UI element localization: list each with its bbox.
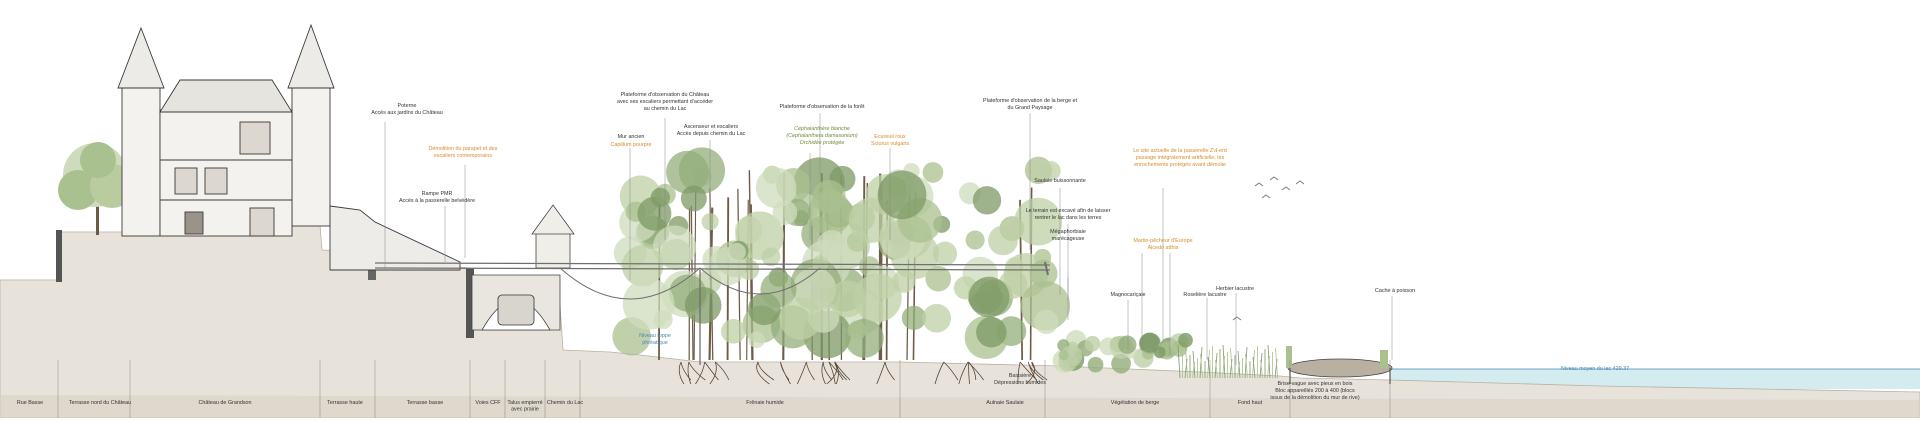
zone-label: Terrasse basse — [407, 400, 444, 406]
annotation-label: Herbier lacustre — [1216, 286, 1254, 292]
annotation-label: Roselière lacustre — [1183, 292, 1226, 298]
zone-label: Végétation de berge — [1111, 400, 1160, 406]
annotation-label: Plateforme d'observation de la forêt — [780, 104, 865, 110]
annotation-label: Mur ancien — [618, 134, 645, 140]
annotation-label: Céphalanthère blanche(Cephalanthera dama… — [786, 126, 858, 146]
zone-label: Rue Basse — [17, 400, 43, 406]
zone-label: Voies CFF — [475, 400, 501, 406]
annotation-label: Magnocariçaie — [1110, 292, 1145, 298]
annotation-label: Capillum pourpre — [610, 142, 651, 148]
reed-bed — [1178, 345, 1278, 378]
rue-basse-wall — [56, 230, 62, 282]
chateau-de-grandson — [118, 25, 460, 270]
annotation-label: Niveau moyen du lac 429.37 — [1561, 366, 1629, 372]
zone-label: Frênaie humide — [746, 400, 783, 406]
birds — [1233, 177, 1304, 320]
annotation-label: Le site actuelle de la passerelle Z'd-er… — [1133, 148, 1227, 168]
annotation-label: Saulaie buissonnante — [1034, 178, 1086, 184]
zone-label: Aulnaie Saulaie — [986, 400, 1023, 406]
zone-label: Terrasse haute — [327, 400, 363, 406]
zone-label: Terrasse nord du Château — [69, 400, 131, 406]
chapel — [532, 205, 574, 268]
zone-label: Fond haut — [1238, 400, 1263, 406]
annotation-label: Cache à poisson — [1375, 288, 1415, 294]
ground-section — [0, 225, 1920, 418]
zone-label: Château de Grandson — [198, 400, 251, 406]
zone-label: Chemin du Lac — [547, 400, 584, 406]
railway-tunnel — [472, 275, 560, 330]
train — [498, 295, 534, 325]
